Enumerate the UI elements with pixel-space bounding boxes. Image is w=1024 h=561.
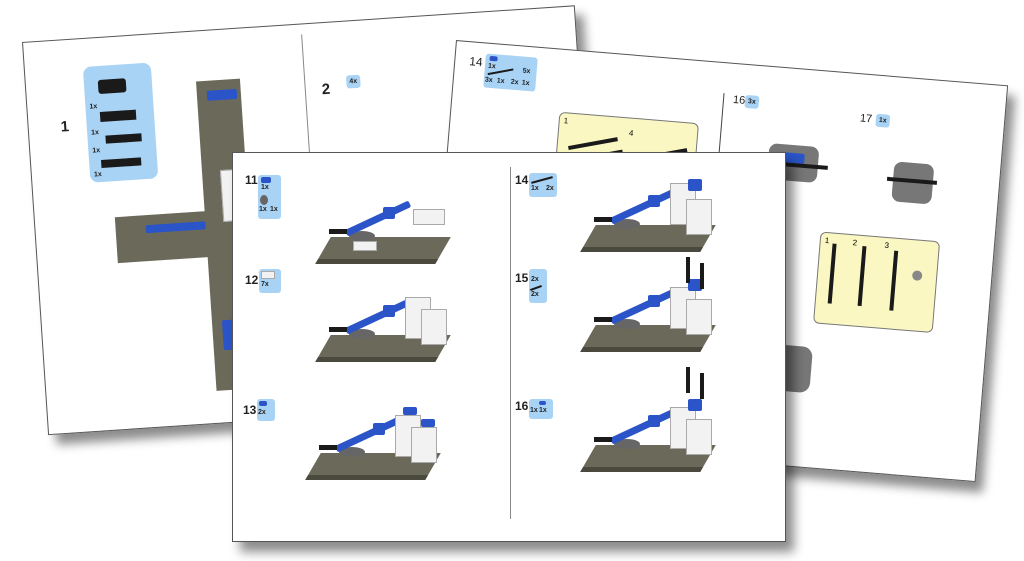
substep-number: 2 bbox=[852, 238, 858, 248]
part-count: 1x bbox=[92, 147, 101, 155]
part-count: 1x bbox=[539, 407, 547, 414]
step-number: 2 bbox=[321, 80, 331, 99]
model-illustration bbox=[578, 257, 718, 373]
step-number: 16 bbox=[515, 399, 529, 413]
part-count: 3x bbox=[747, 98, 756, 106]
part-count: 2x bbox=[510, 78, 519, 87]
parts-callout: 1x 3x 1x 2x 5x 1x bbox=[483, 53, 538, 92]
parts-callout: 1x 2x bbox=[529, 173, 557, 197]
page-divider bbox=[510, 167, 511, 519]
model-illustration bbox=[313, 185, 453, 285]
parts-callout: 7x bbox=[259, 269, 281, 293]
step-number: 17 bbox=[859, 112, 873, 126]
part-count: 4x bbox=[349, 77, 358, 86]
part-count: 1x bbox=[89, 103, 98, 111]
step-number: 12 bbox=[245, 273, 259, 287]
part-count: 1x bbox=[530, 407, 538, 414]
subassembly-box: 1 2 3 bbox=[812, 231, 941, 334]
part-count: 1x bbox=[878, 116, 887, 125]
model-illustration bbox=[578, 173, 718, 273]
part-count: 1x bbox=[90, 129, 100, 137]
part-count: 2x bbox=[531, 291, 539, 298]
parts-callout: 2x bbox=[257, 399, 275, 421]
parts-callout: 1x 1x 1x bbox=[258, 175, 281, 219]
substep-number: 3 bbox=[884, 240, 890, 251]
step-number: 11 bbox=[245, 173, 258, 187]
part-count: 2x bbox=[531, 276, 539, 283]
part-count: 1x bbox=[521, 79, 530, 88]
parts-callout: 2x 2x bbox=[529, 269, 547, 303]
part-count: 1x bbox=[496, 77, 505, 86]
part-count: 1x bbox=[270, 206, 278, 213]
part-count: 5x bbox=[522, 67, 531, 76]
part-count: 1x bbox=[259, 206, 267, 213]
part-count: 1x bbox=[261, 184, 269, 191]
substep-number: 4 bbox=[628, 128, 634, 138]
parts-callout: 3x bbox=[744, 94, 760, 109]
substep-number: 1 bbox=[824, 235, 830, 246]
part-count: 2x bbox=[546, 185, 554, 192]
part-count: 7x bbox=[261, 281, 269, 288]
step-number: 15 bbox=[515, 271, 529, 285]
step-number: 14 bbox=[468, 54, 484, 70]
step-number: 13 bbox=[243, 403, 257, 417]
instruction-page-front: 11 1x 1x 1x 12 7x 13 2x 14 1x 2x 15 2x 2… bbox=[232, 152, 786, 542]
part-count: 1x bbox=[487, 62, 497, 71]
model-illustration bbox=[303, 401, 443, 501]
part-count: 2x bbox=[258, 409, 266, 416]
part-count: 3x bbox=[484, 76, 493, 85]
parts-callout: 1x 1x bbox=[529, 399, 553, 419]
step-number: 1 bbox=[60, 118, 70, 136]
model-illustration bbox=[885, 157, 939, 211]
part-count: 1x bbox=[531, 185, 539, 192]
substep-number: 1 bbox=[563, 116, 569, 126]
model-illustration bbox=[313, 283, 453, 383]
part-count: 1x bbox=[93, 171, 102, 179]
step-number: 14 bbox=[515, 173, 529, 187]
parts-callout: 1x bbox=[875, 113, 891, 128]
model-illustration bbox=[578, 367, 718, 493]
parts-callout: 4x bbox=[345, 74, 361, 89]
